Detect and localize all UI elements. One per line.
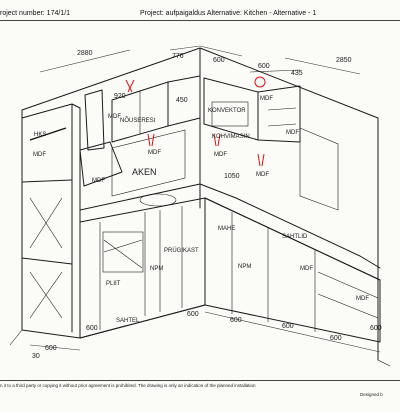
footer-disclaimer: n it to a third party or copying it with… [0, 383, 256, 388]
dim-600-h: 600 [330, 335, 342, 342]
label-npm: NPM [238, 264, 251, 270]
dim-776: 776 [172, 53, 184, 60]
label-konvektor: KONVEKTOR [208, 108, 246, 114]
label-prugikast: PRÜGIKAST [164, 247, 199, 254]
range-hood [79, 89, 123, 187]
label-nouserest: NÕUSERESt [120, 117, 156, 124]
label-mdf-7: MDF [286, 130, 299, 136]
dim-600-c: 600 [45, 345, 57, 352]
label-mdf-1: MDF [33, 152, 46, 158]
label-mdf-10: MDF [356, 296, 369, 302]
dim-600-a: 600 [213, 57, 225, 64]
label-sahtlid: SAHTLID [282, 234, 308, 240]
label-aken: AKEN [132, 167, 157, 177]
upper-cabinets [111, 75, 301, 197]
project-title: Project: aufpaigaldus Alternative: Kitch… [140, 10, 317, 17]
label-mdf-3: MDF [108, 114, 121, 120]
dim-600-d: 600 [86, 325, 98, 332]
label-pliit: PLIIT [106, 281, 121, 287]
dim-600-i: 600 [370, 325, 382, 332]
header-rule [0, 20, 400, 21]
base-cabinets [79, 197, 381, 343]
dim-2850: 2850 [336, 57, 352, 64]
label-npm-v: NPM [150, 266, 163, 272]
footer-rule [0, 380, 400, 381]
dim-600-g: 600 [282, 323, 294, 330]
dim-2880: 2880 [77, 50, 93, 57]
dimension-lines [29, 45, 381, 353]
dim-920: 920 [114, 93, 126, 100]
label-hks: HKS [34, 132, 46, 138]
footer-designed-by: Designed b [360, 392, 383, 397]
room-walls [9, 47, 391, 367]
label-mdf-6: MDF [256, 172, 269, 178]
dim-600-e: 600 [187, 311, 199, 318]
label-mdf-8: MDF [260, 96, 273, 102]
title-bar: roject number: 174/1/1 Project: aufpaiga… [0, 0, 400, 22]
label-mdf-2: MDF [92, 178, 105, 184]
label-mdf-9: MDF [300, 266, 313, 272]
dim-600-f: 600 [230, 317, 242, 324]
tall-unit [21, 103, 81, 339]
label-kohvimasin: KOHVIMASIN [212, 134, 250, 140]
label-sahtel: SAHTEL [116, 318, 140, 324]
dim-450: 450 [176, 97, 188, 104]
red-markers [125, 76, 266, 167]
dim-30: 30 [32, 353, 40, 360]
dim-435: 435 [291, 70, 303, 77]
project-number: roject number: 174/1/1 [0, 10, 71, 17]
dim-1050: 1050 [224, 173, 240, 180]
label-mahe: MAHE [218, 226, 235, 232]
dim-600-b: 600 [258, 63, 270, 70]
label-mdf-4: MDF [148, 150, 161, 156]
label-mdf-5: MDF [214, 152, 227, 158]
